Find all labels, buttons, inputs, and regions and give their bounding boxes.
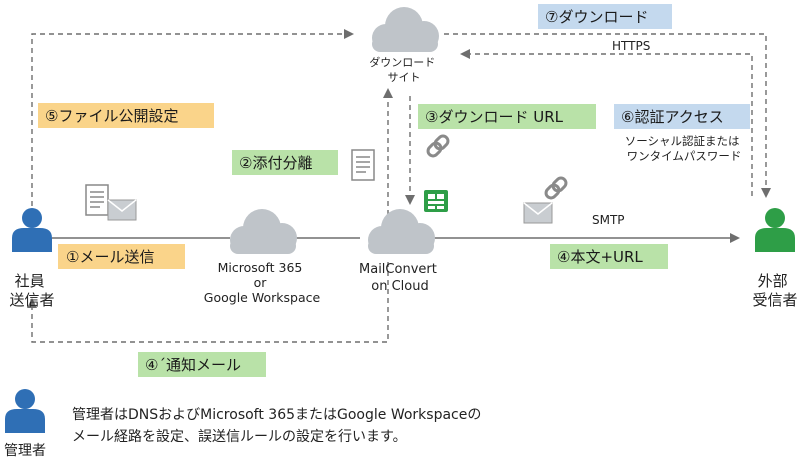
step-badge-notification-mail: ④´通知メール: [138, 352, 266, 377]
step-label: ⑥認証アクセス: [621, 108, 724, 126]
auth-note-line: ソーシャル認証または: [625, 134, 740, 148]
link-icon: [544, 176, 568, 200]
admin-label: 管理者: [4, 443, 46, 459]
document-icon: [351, 149, 375, 181]
step-label: ④本文+URL: [557, 248, 643, 266]
auth-access-connector: [460, 49, 753, 196]
admin-footnote: 管理者はDNSおよびMicrosoft 365またはGoogle Workspa…: [72, 407, 486, 445]
recipient-line: 外部: [758, 272, 788, 290]
download-site-label: ダウンロード サイト: [369, 55, 439, 84]
auth-note-line: ワンタイムパスワード: [627, 149, 742, 163]
step-label: ①メール送信: [66, 248, 154, 266]
sender-line: 送信者: [9, 291, 54, 309]
smtp-label: SMTP: [592, 213, 625, 227]
person-icon: [755, 208, 795, 252]
step-badge-download-url: ③ダウンロード URL: [418, 104, 596, 129]
https-label: HTTPS: [612, 39, 650, 53]
download-site-line: サイト: [388, 71, 421, 84]
auth-note: ソーシャル認証または ワンタイムパスワード: [625, 134, 743, 163]
microsoft-google-line: Google Workspace: [204, 290, 321, 305]
cloud-icon: [372, 7, 439, 52]
mailconvert-line: on Cloud: [371, 279, 428, 294]
mailconvert-line: MailConvert: [359, 262, 437, 277]
microsoft-google-label: Microsoft 365 or Google Workspace: [204, 260, 321, 305]
microsoft-google-line: Microsoft 365: [218, 260, 303, 275]
recipient-label: 外部 受信者: [752, 272, 797, 309]
person-icon: [12, 208, 52, 252]
admin-footnote-line: メール経路を設定、誤送信ルールの設定を行います。: [72, 429, 407, 445]
mail-icon: [107, 199, 137, 221]
mailconvert-label: MailConvert on Cloud: [359, 262, 441, 294]
step-label: ⑤ファイル公開設定: [45, 107, 178, 125]
step-label: ②添付分離: [239, 154, 312, 172]
mailconvert-logo-icon: [424, 190, 448, 212]
link-icon: [426, 134, 450, 158]
step-badge-auth-access: ⑥認証アクセス: [614, 104, 750, 129]
notification-connector: [27, 262, 389, 343]
admin-footnote-line: 管理者はDNSおよびMicrosoft 365またはGoogle Workspa…: [72, 407, 481, 423]
sender-line: 社員: [15, 272, 45, 290]
step-badge-download: ⑦ダウンロード: [538, 4, 672, 29]
person-icon: [5, 389, 45, 433]
step-badge-file-publish: ⑤ファイル公開設定: [38, 103, 214, 128]
sender-label: 社員 送信者: [9, 272, 54, 309]
step-label: ④´通知メール: [145, 356, 241, 374]
file-publish-connector: [31, 29, 354, 215]
download-site-line: ダウンロード: [369, 55, 435, 69]
mail-icon: [523, 202, 553, 224]
step-badge-mail-send: ①メール送信: [58, 244, 185, 269]
recipient-line: 受信者: [752, 291, 797, 309]
microsoft-google-line: or: [254, 275, 268, 290]
cloud-icon: [368, 209, 435, 254]
cloud-icon: [230, 209, 297, 254]
step-badge-body-url: ④本文+URL: [550, 244, 668, 269]
step-label: ③ダウンロード URL: [425, 108, 564, 126]
step-label: ⑦ダウンロード: [545, 8, 648, 26]
step-badge-attachment-separate: ②添付分離: [232, 150, 338, 175]
document-icon: [85, 184, 109, 216]
